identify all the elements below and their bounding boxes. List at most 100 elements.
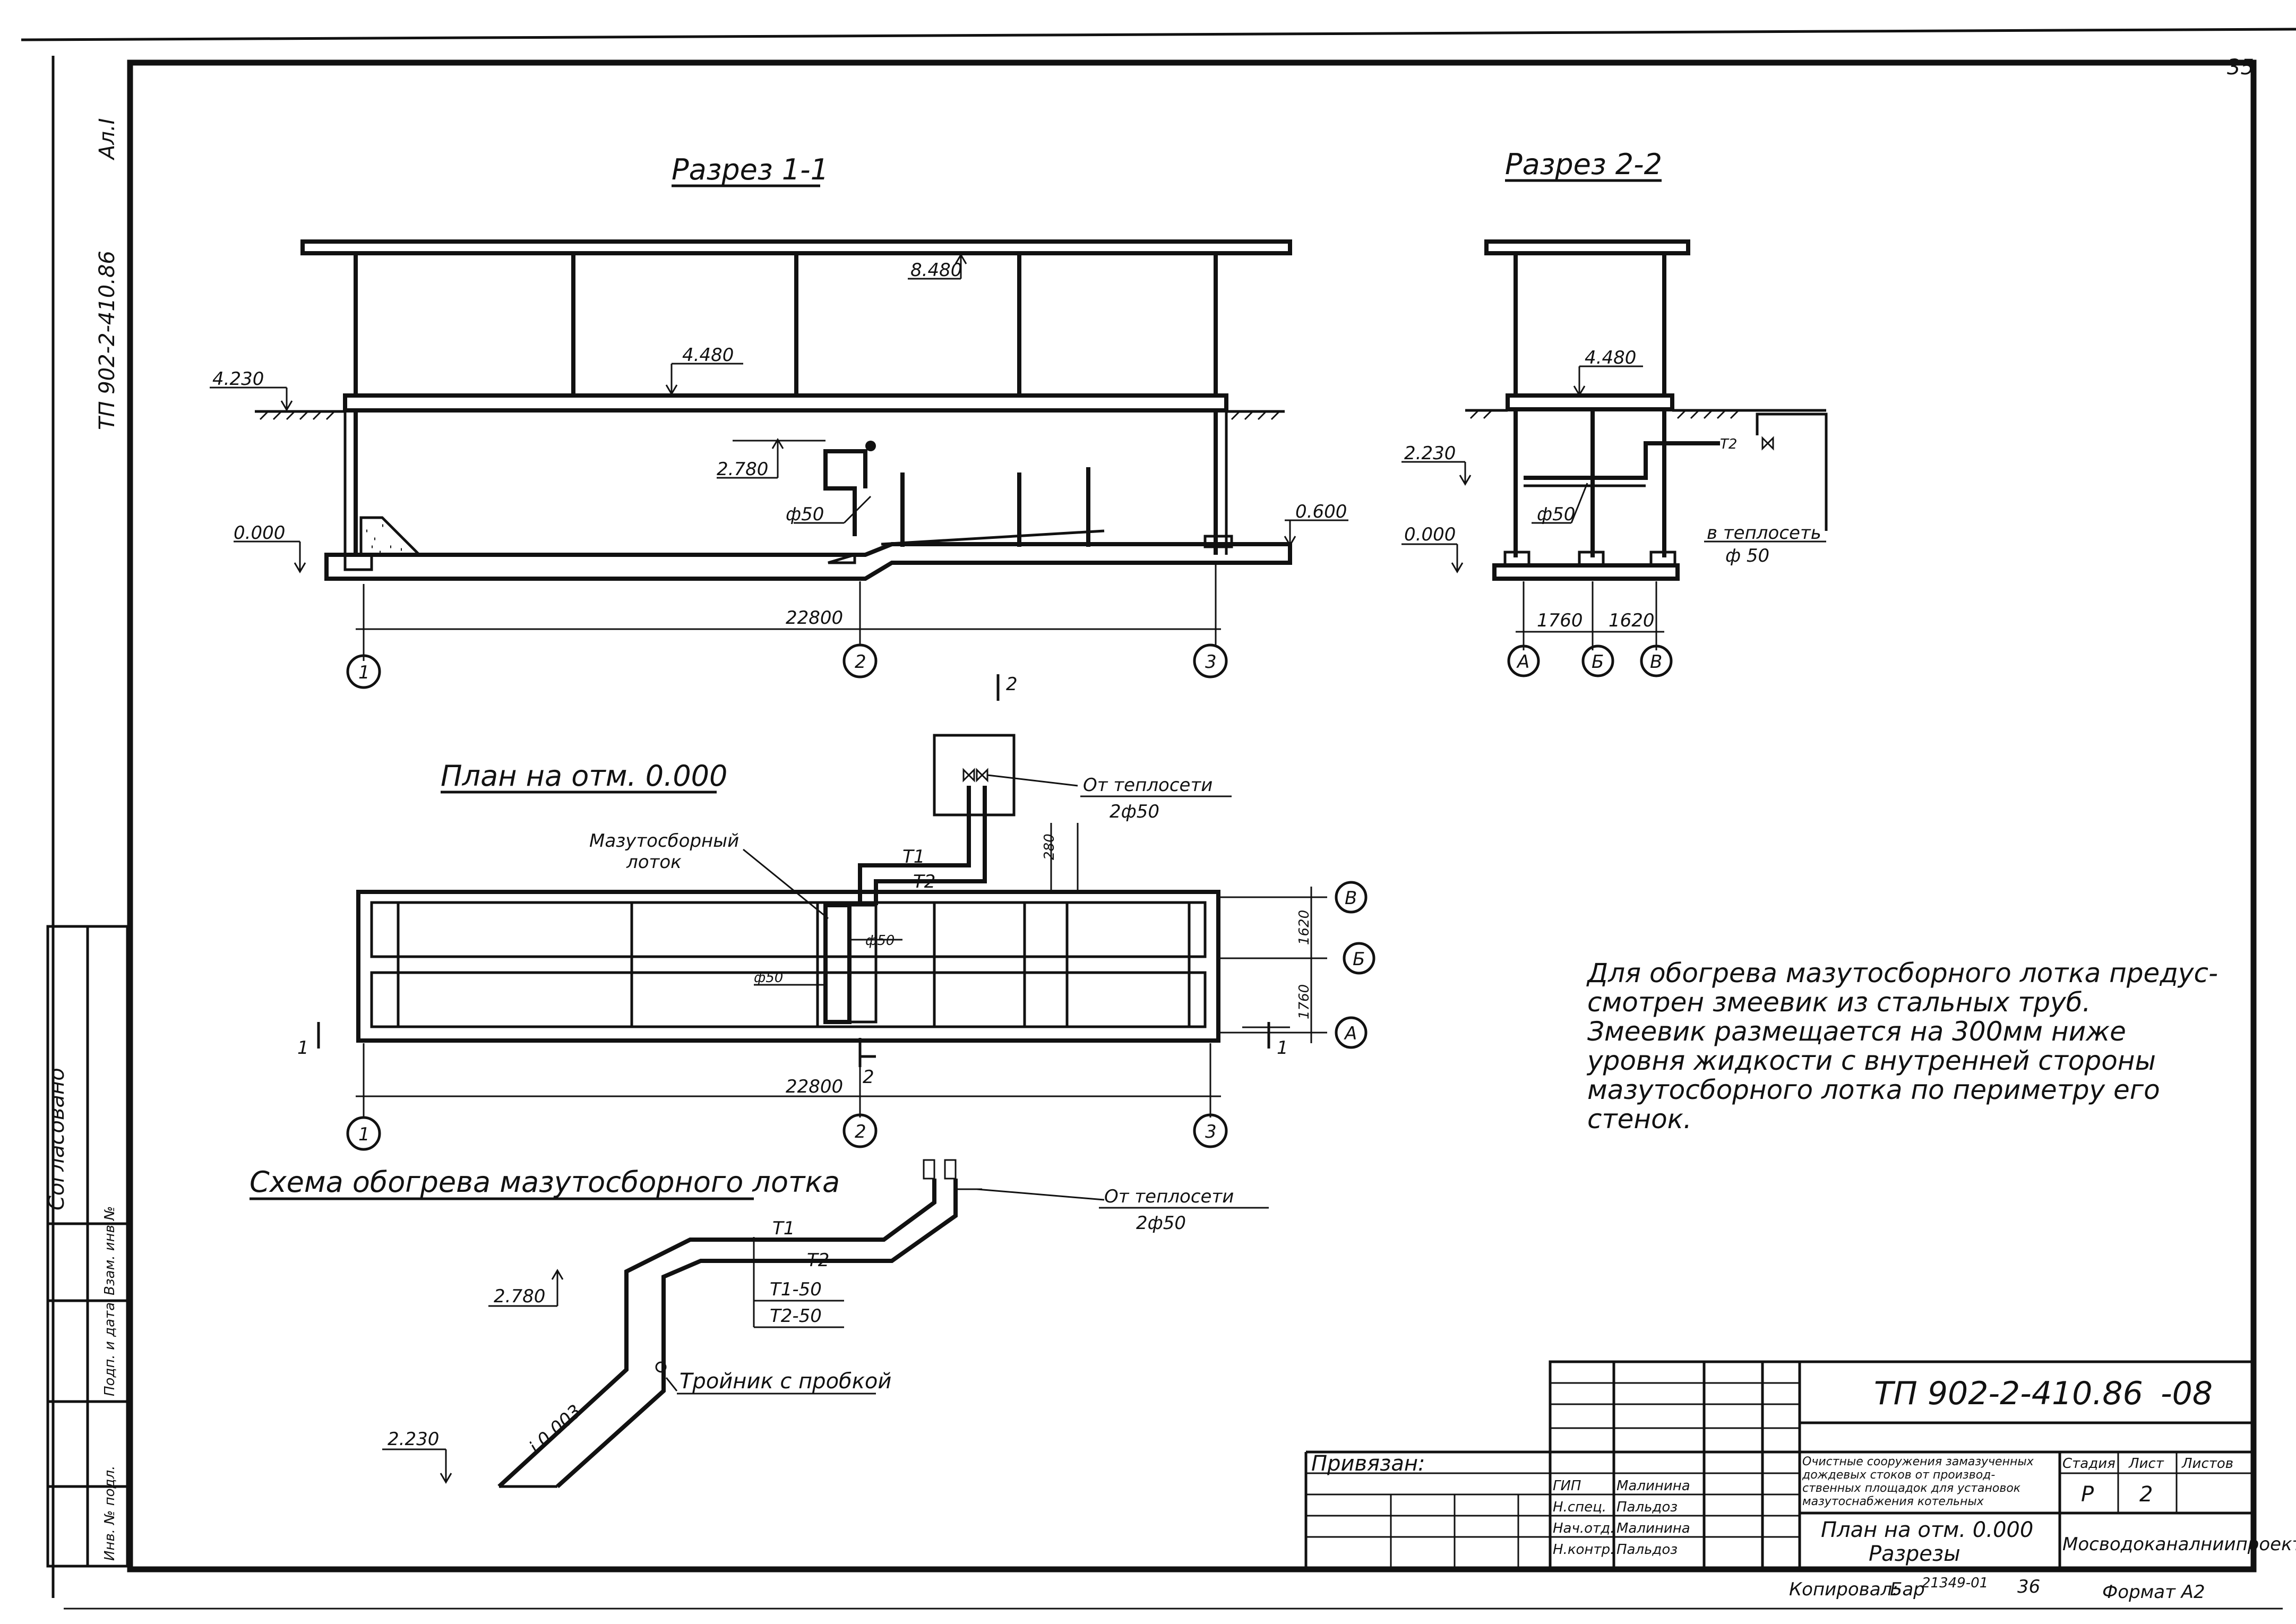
plan-pipe-t1: Т1: [902, 846, 925, 867]
tb-project-line-3: ственных площадок для установок: [1802, 1482, 2021, 1495]
section-1-title: Разрез 1-1: [672, 153, 829, 186]
approved-label: Согласовано: [45, 1068, 69, 1210]
elevation-0600: 0.600: [1295, 501, 1347, 522]
elevation-4480: 4.480: [682, 345, 734, 366]
axis-V-label: В: [1650, 651, 1662, 673]
elevation-mark: 2.230: [382, 1429, 452, 1484]
inventory-new-label: Взам. инв.№: [102, 1206, 118, 1295]
axis-1-label: 1: [358, 662, 370, 683]
s2-elevation-0000: 0.000: [1404, 524, 1456, 545]
axis-B-label: Б: [1592, 651, 1604, 673]
title-block: ТП 902-2-410.86 -08 Привязан: ГИП Н.спец…: [1304, 1360, 2296, 1570]
to-network-label: в теплосеть: [1707, 522, 1821, 544]
plan-section-mark-left: 1: [297, 1037, 309, 1059]
tray-label-2: лоток: [626, 852, 682, 873]
plan-view: План на отм. 0.000 2 От теплосети 2ф50 Т…: [297, 674, 1375, 1151]
sheet-frame: [21, 28, 2296, 1610]
tb-col-sheets: Листов: [2181, 1456, 2233, 1472]
plan-axis-V: В: [1345, 888, 1357, 909]
tb-role-gip: ГИП: [1553, 1478, 1581, 1494]
plan-section-mark-bottom: 2: [863, 1067, 874, 1088]
axis-A-label: А: [1516, 651, 1529, 673]
plan-dimension-1620: 1620: [1296, 910, 1312, 945]
axis-3-label: 3: [1205, 651, 1217, 673]
scheme-slope: i 0.003: [525, 1400, 586, 1458]
s2-dimension-1760: 1760: [1537, 610, 1583, 631]
plan-offset-280: 280: [1042, 834, 1057, 860]
footer-copied-sign: Бар: [1890, 1579, 1925, 1600]
elevation-mark: 4.480: [1573, 347, 1643, 397]
tb-bound-label: Привязан:: [1311, 1451, 1425, 1476]
note-line-5: мазутосборного лотка по периметру его: [1587, 1075, 2160, 1105]
plan-section-mark-right: 1: [1277, 1037, 1288, 1059]
side-doc-code: ТП 902-2-410.86: [95, 251, 119, 430]
plan-axis-2: 2: [855, 1121, 866, 1142]
album-label: Ал.I: [95, 118, 119, 161]
tb-organization: Мосводоканалниипроект: [2062, 1534, 2296, 1555]
plan-pipe-label-1: ф50: [865, 933, 895, 949]
tb-role-dept: Нач.отд.: [1553, 1520, 1614, 1536]
s2-elevation-4480: 4.480: [1585, 347, 1636, 368]
note-line-1: Для обогрева мазутосборного лотка предус…: [1586, 958, 2218, 989]
tb-stage: Р: [2081, 1482, 2094, 1507]
general-note: Для обогрева мазутосборного лотка предус…: [1586, 958, 2218, 1135]
scheme-pipe-t2: Т2: [807, 1250, 829, 1271]
tb-name-3: Малинина: [1616, 1520, 1690, 1536]
footer: Копировал: Бар 21349-01 36 Формат А2: [1789, 1575, 2205, 1603]
s2-elevation-2230: 2.230: [1404, 443, 1456, 464]
section-2-pipe-label: ф50: [1537, 504, 1575, 525]
footer-order: 21349-01: [1922, 1575, 1988, 1591]
note-line-3: Змеевик размещается на 300мм ниже: [1587, 1016, 2126, 1047]
inventory-original-label: Инв. № подл.: [102, 1466, 118, 1561]
tb-role-control: Н.контр.: [1553, 1542, 1614, 1558]
signature-date-label: Подп. и дата: [102, 1302, 118, 1396]
plan-source-size: 2ф50: [1110, 801, 1159, 822]
plan-axis-A: А: [1344, 1023, 1357, 1044]
plan-title: План на отм. 0.000: [441, 759, 727, 793]
plan-dimension-1760: 1760: [1296, 984, 1312, 1019]
scheme-elevation-2780: 2.780: [494, 1286, 545, 1307]
tray-label-1: Мазутосборный: [589, 830, 739, 852]
tb-name-4: Пальдоз: [1616, 1542, 1678, 1558]
elevation-8480: 8.480: [910, 260, 962, 281]
plan-source-label: От теплосети: [1083, 775, 1213, 796]
section-2-pipe-mark: Т2: [1720, 436, 1737, 452]
tb-code: ТП 902-2-410.86: [1874, 1375, 2143, 1412]
plan-axis-3: 3: [1205, 1121, 1217, 1142]
scheme-size-t2: Т2-50: [770, 1305, 822, 1327]
tb-drawing-title-2: Разрезы: [1869, 1542, 1960, 1566]
elevation-0000: 0.000: [234, 522, 285, 544]
tb-sheet: 2: [2139, 1482, 2153, 1507]
elevation-4230: 4.230: [212, 368, 264, 390]
tb-project-line-2: дождевых стоков от производ-: [1802, 1468, 1995, 1482]
plan-axis-B: Б: [1353, 949, 1365, 970]
tb-col-stage: Стадия: [2062, 1456, 2116, 1472]
tb-role-spec: Н.спец.: [1553, 1499, 1606, 1515]
elevation-mark: 2.780: [488, 1269, 564, 1307]
elevation-mark: 8.480: [908, 253, 967, 281]
tb-project-line-4: мазутоснабжения котельных: [1802, 1495, 1984, 1508]
elevation-mark: 0.000: [1401, 524, 1464, 573]
scheme-size-t1: Т1-50: [770, 1279, 822, 1300]
scheme-source-label: От теплосети: [1104, 1186, 1234, 1207]
tb-name-1: Малинина: [1616, 1478, 1690, 1494]
footer-copied: Копировал:: [1789, 1579, 1898, 1600]
elevation-mark: 4.230: [210, 368, 293, 411]
scheme-elevation-2230: 2.230: [388, 1429, 439, 1450]
scheme-pipe-t1: Т1: [772, 1218, 795, 1239]
plan-pipe-t2: Т2: [913, 871, 935, 892]
tee-plug-label: Тройник с пробкой: [680, 1369, 891, 1394]
side-stamp: Ал.I ТП 902-2-410.86 Согласовано Взам. и…: [45, 118, 129, 1568]
elevation-mark: 2.780: [717, 438, 825, 480]
elevation-mark: 2.230: [1401, 443, 1472, 486]
section-2-title: Разрез 2-2: [1505, 148, 1662, 181]
plan-axis-1: 1: [358, 1124, 370, 1145]
heating-scheme: Схема обогрева мазутосборного лотка От т…: [250, 1159, 1269, 1488]
plan-dimension-22800: 22800: [786, 1076, 843, 1097]
plan-section-mark-top: 2: [1006, 674, 1018, 695]
note-line-6: стенок.: [1587, 1104, 1692, 1135]
footer-page: 36: [2017, 1576, 2040, 1597]
sheet-number: 35: [2227, 55, 2254, 80]
elevation-mark: 4.480: [665, 345, 743, 396]
